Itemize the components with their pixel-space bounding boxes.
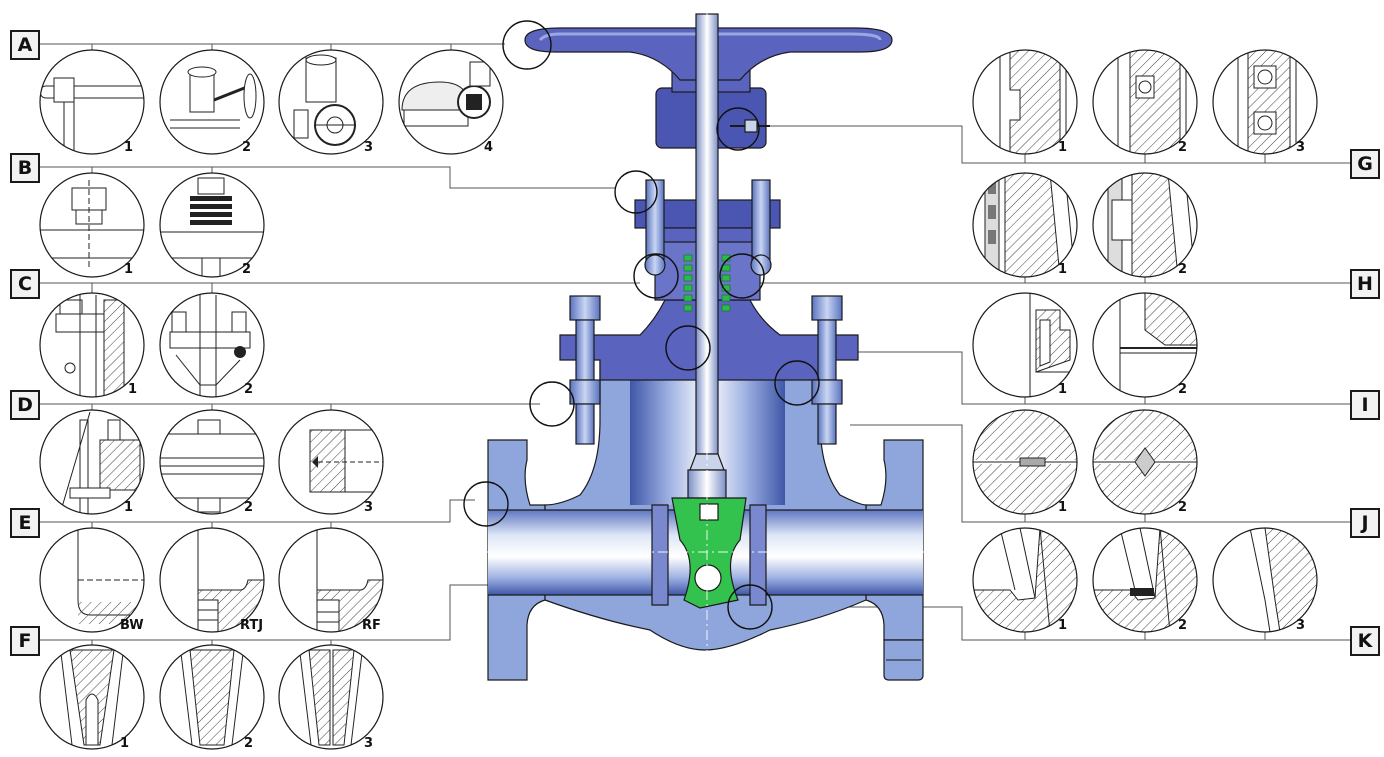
- detail-A2: [160, 50, 264, 154]
- detail-number-i1: 1: [1058, 382, 1068, 397]
- detail-K1: [973, 528, 1077, 632]
- detail-number-c2: 2: [244, 382, 254, 397]
- detail-number-e3: RF: [362, 618, 381, 633]
- section-label-b: B: [10, 153, 40, 183]
- detail-H1: [973, 173, 1077, 277]
- section-label-d: D: [10, 390, 40, 420]
- detail-F1: [40, 645, 144, 749]
- section-label-g: G: [1350, 149, 1380, 179]
- packing: [683, 254, 731, 312]
- detail-K2: [1093, 528, 1197, 632]
- detail-number-h2: 2: [1178, 262, 1188, 277]
- section-label-h: H: [1350, 269, 1380, 299]
- detail-number-j2: 2: [1178, 500, 1188, 515]
- wedge-hole: [694, 564, 722, 592]
- detail-number-e1: BW: [120, 618, 144, 633]
- detail-D1: [40, 410, 144, 514]
- detail-B2: [160, 173, 264, 277]
- detail-number-f3: 3: [364, 736, 374, 751]
- callout-circles: [463, 20, 820, 630]
- detail-G2: [1093, 50, 1197, 154]
- detail-number-k3: 3: [1296, 618, 1306, 633]
- section-label-k: K: [1350, 626, 1380, 656]
- detail-A4: [399, 50, 503, 154]
- detail-J1: [973, 410, 1077, 514]
- detail-B1: [40, 173, 144, 277]
- detail-number-f2: 2: [244, 736, 254, 751]
- detail-number-j1: 1: [1058, 500, 1068, 515]
- detail-H2: [1093, 173, 1197, 277]
- detail-F3: [279, 645, 383, 749]
- detail-E3: [279, 528, 383, 632]
- detail-number-i2: 2: [1178, 382, 1188, 397]
- detail-A3: [279, 50, 383, 154]
- detail-D3: [279, 410, 383, 514]
- section-label-c: C: [10, 269, 40, 299]
- detail-D2: [160, 410, 264, 514]
- gate-valve: [487, 13, 924, 681]
- detail-G3: [1213, 50, 1317, 154]
- detail-number-a4: 4: [484, 140, 494, 155]
- detail-number-c1: 1: [128, 382, 138, 397]
- detail-number-b1: 1: [124, 262, 134, 277]
- section-label-i: I: [1350, 390, 1380, 420]
- detail-I2: [1093, 293, 1197, 397]
- detail-number-g1: 1: [1058, 140, 1068, 155]
- detail-number-d2: 2: [244, 500, 254, 515]
- detail-number-g3: 3: [1296, 140, 1306, 155]
- detail-A1: [40, 50, 144, 154]
- detail-F2: [160, 645, 264, 749]
- detail-number-d1: 1: [124, 500, 134, 515]
- detail-number-a1: 1: [124, 140, 134, 155]
- section-label-f: F: [10, 626, 40, 656]
- detail-number-h1: 1: [1058, 262, 1068, 277]
- detail-K3: [1213, 528, 1317, 632]
- detail-number-b2: 2: [242, 262, 252, 277]
- detail-number-a2: 2: [242, 140, 252, 155]
- leader-lines: [40, 43, 1350, 645]
- wedge: [671, 497, 747, 609]
- detail-number-e2: RTJ: [240, 618, 264, 633]
- detail-C2: [160, 293, 264, 397]
- left-seat: [651, 504, 669, 606]
- detail-C1: [40, 293, 144, 397]
- detail-number-a3: 3: [364, 140, 374, 155]
- detail-number-d3: 3: [364, 500, 374, 515]
- detail-E2: [160, 528, 264, 632]
- section-label-e: E: [10, 508, 40, 538]
- section-label-j: J: [1350, 508, 1380, 538]
- detail-number-g2: 2: [1178, 140, 1188, 155]
- right-seat: [749, 504, 767, 606]
- detail-number-k1: 1: [1058, 618, 1068, 633]
- detail-number-f1: 1: [120, 736, 130, 751]
- section-label-a: A: [10, 30, 40, 60]
- detail-G1: [973, 50, 1077, 154]
- detail-I1: [973, 293, 1077, 397]
- detail-number-k2: 2: [1178, 618, 1188, 633]
